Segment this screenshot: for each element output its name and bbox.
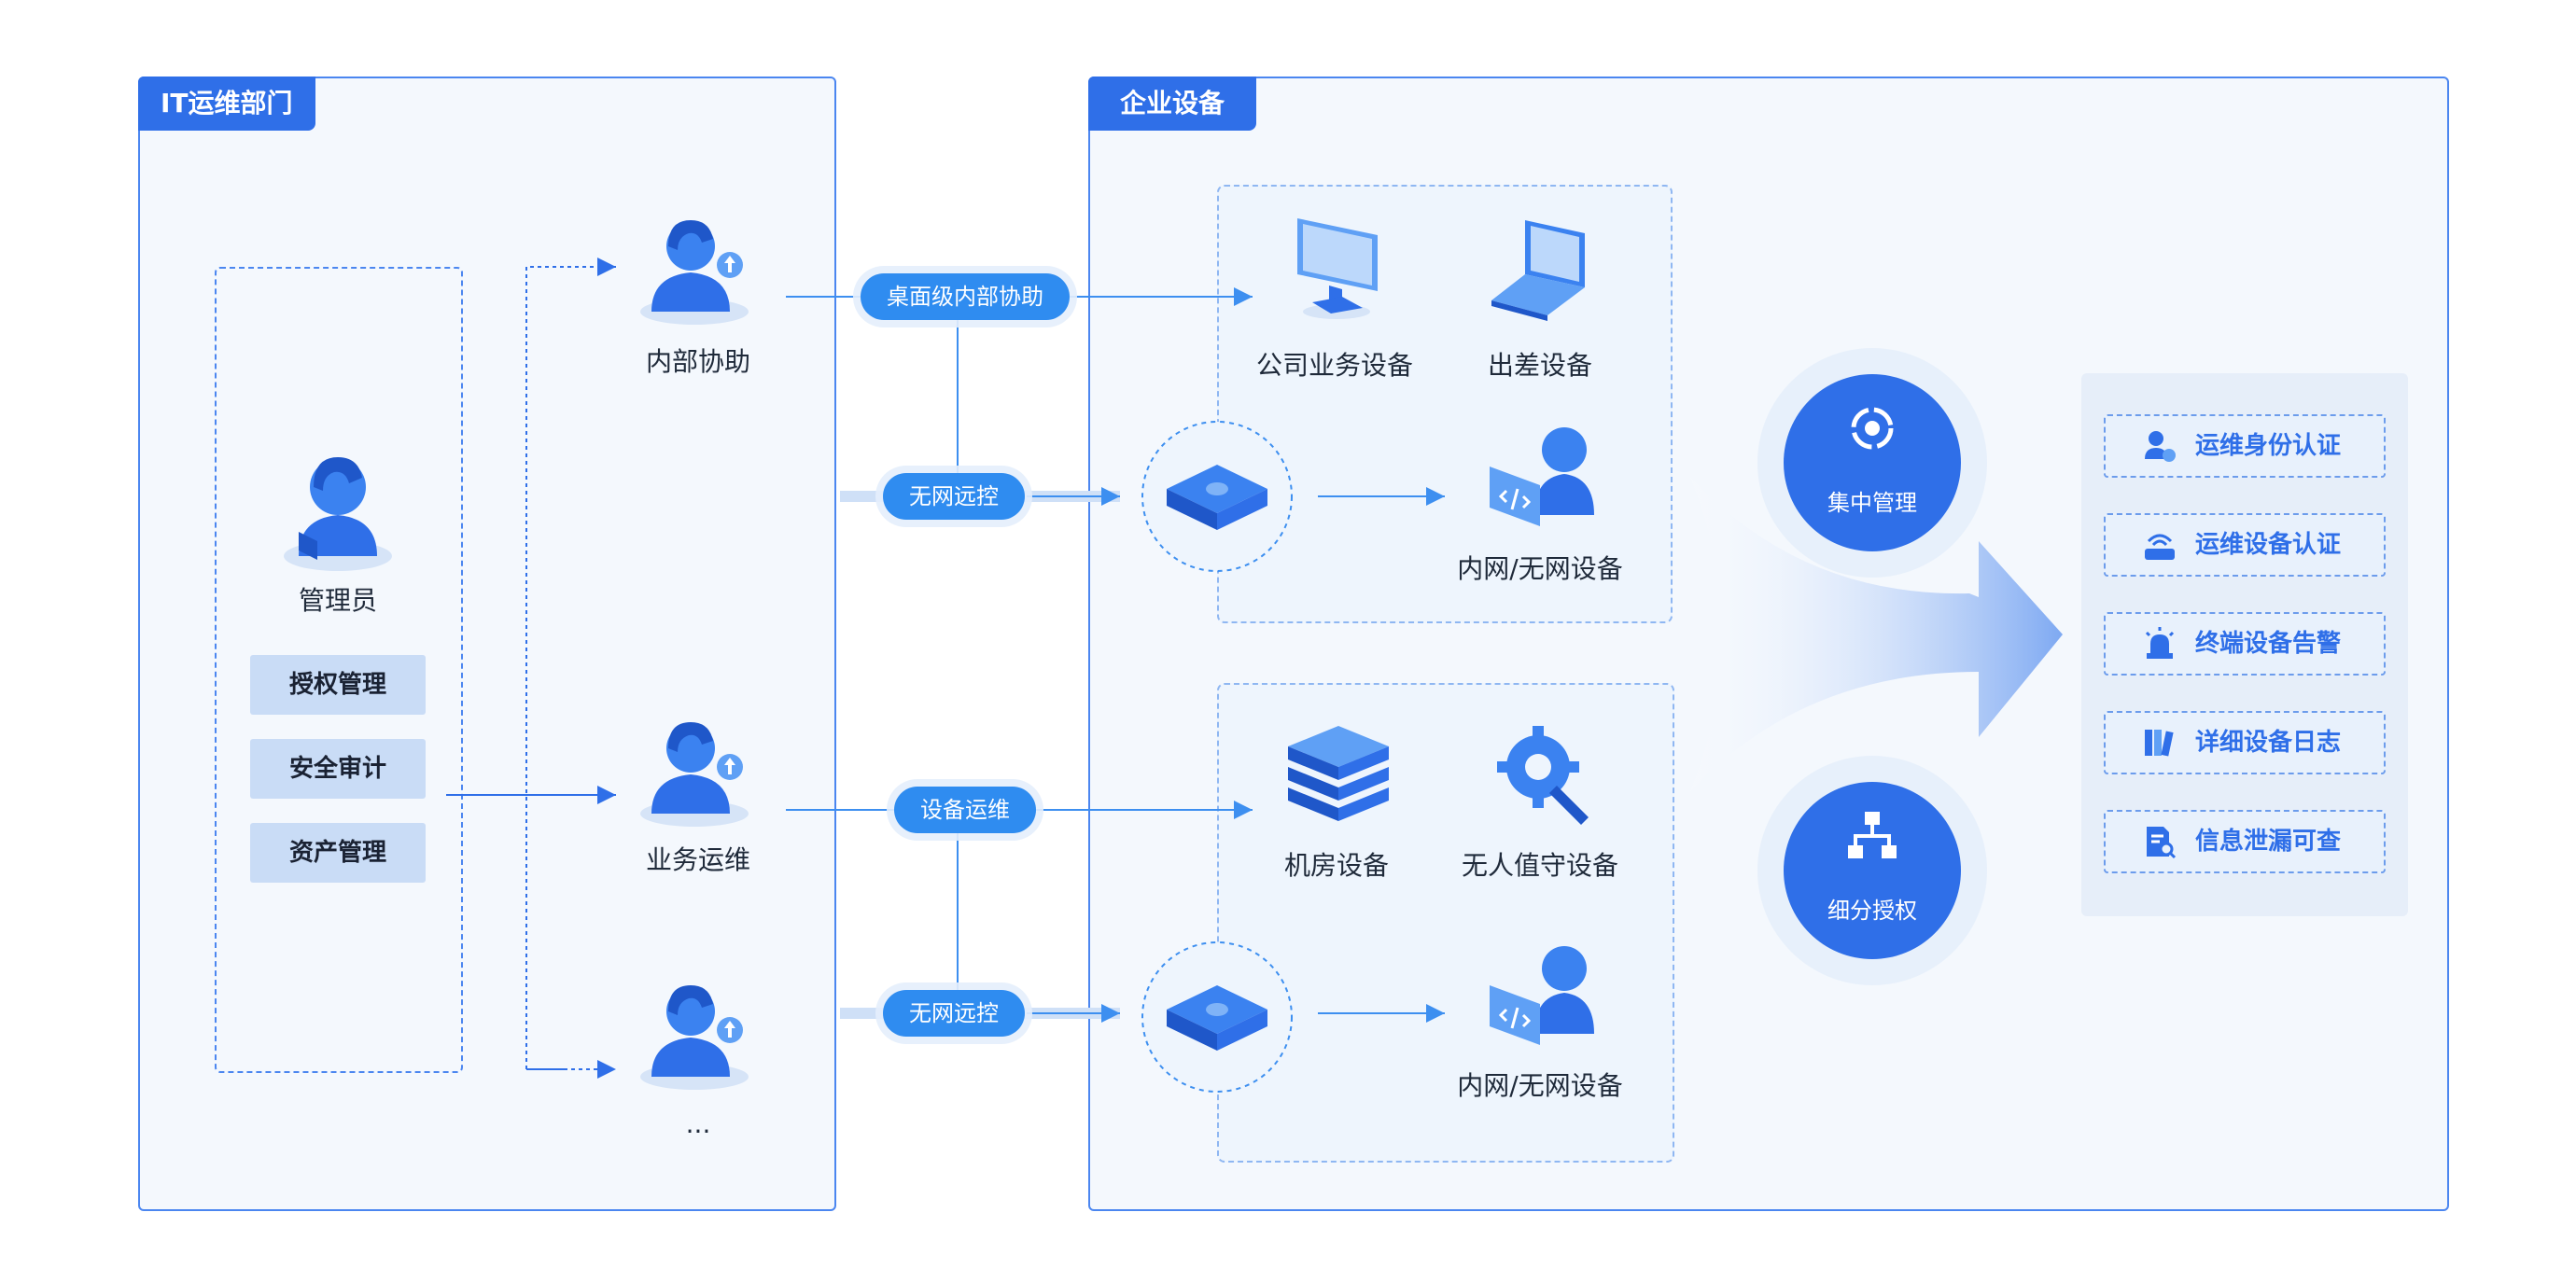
desktop-internal-support-pill: 桌面级内部协助 — [861, 273, 1070, 320]
granular-authorization-label: 细分授权 — [1827, 898, 1917, 924]
hierarchy-icon — [1848, 812, 1897, 858]
centralized-management-label: 集中管理 — [1827, 490, 1917, 516]
feature-identity-auth: 运维身份认证 — [2104, 414, 2386, 478]
admin-group — [215, 267, 463, 1073]
user-check-icon — [2145, 431, 2176, 462]
offline-remote-control-pill-top: 无网远控 — [883, 473, 1025, 520]
flow-arrow — [1689, 476, 2063, 793]
gear-wrench-icon — [1497, 726, 1589, 825]
admin-label: 管理员 — [298, 585, 378, 616]
router-icon — [2145, 534, 2175, 560]
intranet-device-label-top: 内网/无网设备 — [1457, 553, 1623, 584]
document-search-icon — [2147, 827, 2177, 859]
role-internal-support-label: 内部协助 — [645, 346, 751, 377]
asset-management-button[interactable]: 资产管理 — [250, 823, 426, 883]
security-audit-button[interactable]: 安全审计 — [250, 739, 426, 799]
centralized-management-hub: 集中管理 — [1784, 374, 1961, 551]
enterprise-devices-title: 企业设备 — [1088, 77, 1257, 131]
admin-person-icon — [284, 457, 392, 571]
offline-remote-control-pill-bottom: 无网远控 — [883, 990, 1025, 1037]
laptop-icon — [1491, 220, 1585, 321]
gateway-box-icon-top — [1167, 465, 1267, 530]
feature-label: 运维设备认证 — [2195, 531, 2342, 559]
refresh-cycle-icon — [1851, 407, 1894, 450]
it-department-title: IT运维部门 — [138, 77, 315, 131]
server-room-device-label: 机房设备 — [1283, 850, 1390, 881]
server-icon — [1288, 726, 1389, 821]
feature-label: 信息泄漏可查 — [2195, 828, 2342, 856]
bottom-device-group — [1217, 683, 1674, 1163]
feature-label: 详细设备日志 — [2195, 729, 2342, 757]
business-ops-person-icon — [640, 722, 749, 827]
role-more-label: ... — [685, 1108, 711, 1139]
unattended-device-label: 无人值守设备 — [1461, 850, 1619, 881]
feature-device-log: 详细设备日志 — [2104, 711, 2386, 774]
granular-authorization-hub: 细分授权 — [1784, 782, 1961, 959]
top-device-group — [1217, 185, 1673, 623]
log-books-icon — [2145, 730, 2174, 757]
gateway-box-icon-bottom — [1167, 985, 1267, 1051]
internal-support-person-icon — [640, 220, 749, 325]
office-device-label: 公司业务设备 — [1255, 350, 1414, 381]
monitor-icon — [1297, 218, 1378, 319]
travel-device-label: 出差设备 — [1487, 350, 1593, 381]
authorization-management-button[interactable]: 授权管理 — [250, 655, 426, 715]
more-roles-person-icon — [640, 985, 749, 1090]
feature-leak-trace: 信息泄漏可查 — [2104, 810, 2386, 873]
intranet-device-label-bottom: 内网/无网设备 — [1457, 1070, 1623, 1101]
feature-device-auth: 运维设备认证 — [2104, 513, 2386, 577]
role-business-ops-label: 业务运维 — [645, 844, 751, 875]
feature-terminal-alarm: 终端设备告警 — [2104, 612, 2386, 676]
feature-label: 终端设备告警 — [2195, 630, 2342, 658]
alarm-icon — [2145, 627, 2175, 659]
intranet-device-icon-bottom — [1490, 946, 1594, 1045]
intranet-device-icon-top — [1490, 427, 1594, 526]
feature-label: 运维身份认证 — [2195, 432, 2342, 460]
device-maintenance-pill: 设备运维 — [894, 787, 1036, 833]
